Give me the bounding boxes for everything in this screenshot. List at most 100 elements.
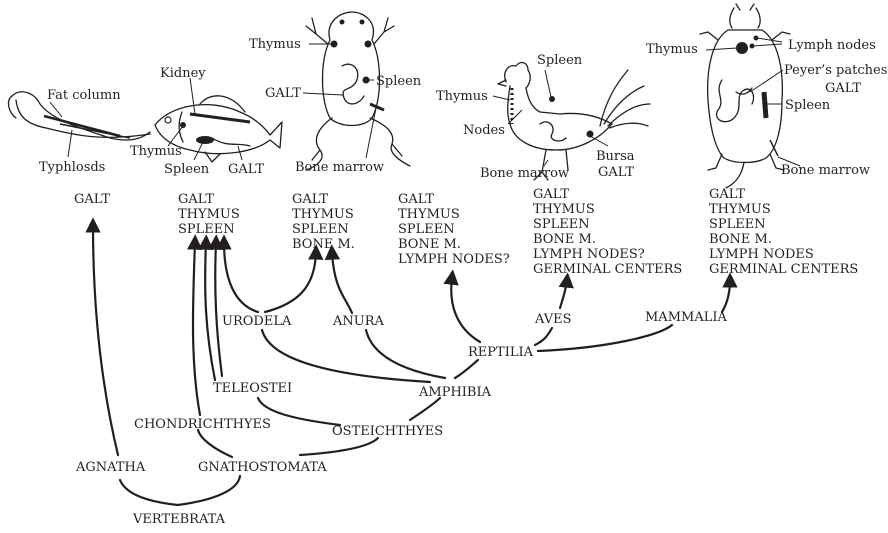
organ-list-item: BONE M.	[398, 237, 461, 252]
organ-list-item: GALT	[74, 192, 110, 207]
bird-spleen-label: Spleen	[537, 53, 583, 68]
branch-reptilia-aves	[535, 328, 552, 345]
branch-reptilia-mammalia	[538, 325, 672, 351]
frog-spleen-label: Spleen	[376, 74, 422, 89]
organ-list-item: SPLEEN	[398, 222, 455, 237]
fish-kidney-organ	[190, 114, 250, 122]
branch-teleostei-fish	[205, 242, 215, 380]
branch-aves-bird	[560, 280, 567, 308]
mammal-galt-label: GALT	[825, 81, 861, 96]
bird-thymus-leader	[493, 96, 510, 100]
mammal-gut	[717, 80, 754, 122]
label-anura: ANURA	[332, 314, 385, 329]
organ-list-bird: GALT THYMUS SPLEEN BONE M. LYMPH NODES? …	[533, 187, 682, 277]
bird-beak	[498, 80, 506, 86]
mammal-lymph-nodes-leader-2	[753, 44, 782, 46]
frog-illustration: Thymus Spleen GALT Bone marrow	[249, 12, 422, 175]
bird-bursa-leader	[590, 136, 608, 146]
mammal-forelimbs	[700, 32, 790, 40]
label-agnatha: AGNATHA	[75, 460, 146, 475]
mammal-peyers-leader	[750, 70, 783, 92]
branch-vertebrata-gnathostomata	[178, 476, 240, 505]
branch-amphibia-reptilia	[455, 360, 478, 378]
organ-list-item: SPLEEN	[709, 217, 766, 232]
frog-gut	[342, 64, 364, 104]
organ-list-reptile: GALT THYMUS SPLEEN BONE M. LYMPH NODES?	[398, 192, 510, 267]
fish-galt-leader	[238, 146, 242, 160]
organ-list-fish: GALT THYMUS SPLEEN	[178, 192, 240, 237]
bird-nodes-label: Nodes	[463, 123, 505, 138]
branch-gnathostomata-chondrichthyes	[198, 430, 232, 457]
frog-right-arm	[374, 18, 394, 44]
organ-list-amphibian: GALT THYMUS SPLEEN BONE M.	[292, 192, 355, 252]
branch-anura-amphibian	[332, 252, 352, 313]
organ-list-item: BONE M.	[533, 232, 596, 247]
mammal-thymus-organ	[736, 42, 748, 54]
frog-bone-marrow-label: Bone marrow	[295, 160, 384, 175]
organ-list-mammal: GALT THYMUS SPLEEN BONE M. LYMPH NODES G…	[709, 187, 858, 277]
branch-gnathostomata-osteichthyes	[300, 438, 378, 455]
bird-head	[505, 63, 530, 88]
branch-amphibia-urodela	[262, 330, 430, 382]
branch-vertebrata-agnatha	[120, 480, 178, 505]
branch-mammalia-mammal	[722, 280, 730, 312]
mammal-peyers-patches-label: Peyer’s patches	[784, 63, 887, 78]
bird-spleen-organ	[549, 96, 555, 102]
label-amphibia: AMPHIBIA	[418, 385, 492, 400]
lamprey-head	[9, 96, 16, 118]
fish-galt-organ	[212, 138, 250, 146]
mammal-thymus-label: Thymus	[646, 42, 698, 57]
organ-list-item: SPLEEN	[533, 217, 590, 232]
fish-spleen-label: Spleen	[164, 162, 210, 177]
fish-eye	[165, 117, 171, 123]
fish-galt-label: GALT	[228, 162, 264, 177]
fish-kidney-leader	[190, 78, 195, 114]
frog-eye-left	[340, 20, 345, 25]
bird-thymus-label: Thymus	[436, 89, 488, 104]
organ-list-item: GALT	[292, 192, 328, 207]
lamprey-gut-stripe	[60, 124, 130, 138]
fish-spleen-organ	[196, 136, 214, 144]
mammal-lymph-nodes-label: Lymph nodes	[788, 38, 876, 53]
mammal-spleen-organ	[764, 92, 766, 118]
organ-list-item: LYMPH NODES	[709, 247, 814, 262]
lamprey-body-lower	[16, 100, 150, 137]
label-aves: AVES	[534, 312, 572, 327]
lamprey-fat-column-label: Fat column	[47, 88, 121, 103]
organ-list-item: SPLEEN	[292, 222, 349, 237]
organ-list-item: THYMUS	[292, 207, 354, 222]
bird-galt-label: GALT	[598, 165, 634, 180]
branch-urodela-amphibian	[265, 252, 316, 312]
label-mammalia: MAMMALIA	[645, 310, 727, 325]
organ-list-item: GALT	[398, 192, 434, 207]
organ-list-item: SPLEEN	[178, 222, 235, 237]
bird-tail	[600, 70, 650, 128]
frog-body	[323, 12, 380, 126]
label-teleostei: TELEOSTEI	[213, 381, 292, 396]
bird-body	[510, 112, 612, 150]
organ-list-item: LYMPH NODES?	[398, 252, 510, 267]
branch-teleostei-fish-2	[215, 242, 222, 376]
frog-eye-right	[360, 20, 365, 25]
frog-bone-marrow-leader	[366, 108, 376, 158]
label-reptilia: REPTILIA	[468, 345, 534, 360]
bird-bursa-label: Bursa	[596, 149, 635, 164]
frog-thymus-right-organ	[365, 41, 372, 48]
mammal-bone-marrow-label: Bone marrow	[781, 163, 870, 178]
fish-kidney-label: Kidney	[160, 66, 206, 81]
fish-illustration: Kidney Thymus Spleen GALT	[130, 66, 282, 177]
fish-thymus-label: Thymus	[130, 144, 182, 159]
bird-bone-marrow-label: Bone marrow	[480, 166, 569, 181]
branch-chondrichthyes-fish	[193, 242, 200, 415]
organ-list-item: THYMUS	[398, 207, 460, 222]
bird-spleen-leader	[545, 70, 551, 97]
fish-dorsal-fin	[200, 96, 245, 112]
organ-list-agnatha: GALT	[74, 192, 110, 207]
label-gnathostomata: GNATHOSTOMATA	[198, 460, 327, 475]
organ-list-item: LYMPH NODES?	[533, 247, 645, 262]
taxon-labels: VERTEBRATA AGNATHA GNATHOSTOMATA CHONDRI…	[75, 310, 727, 527]
frog-thymus-label: Thymus	[249, 37, 301, 52]
branch-urodela-fish	[224, 242, 258, 312]
frog-galt-label: GALT	[265, 86, 301, 101]
